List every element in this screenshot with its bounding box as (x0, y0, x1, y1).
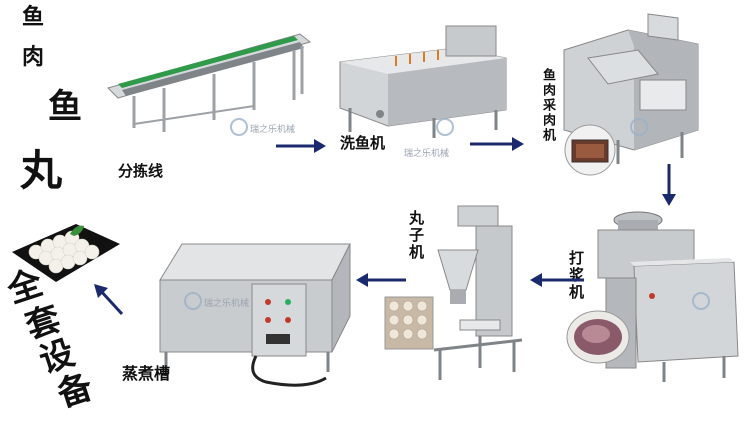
label-meat-picker: 鱼肉采肉机 (540, 68, 555, 143)
meat-picker-image (558, 10, 708, 170)
arrow-former-to-steamer (356, 273, 406, 287)
arrow-sorting-to-washer (276, 139, 326, 153)
meatball-tray-image (384, 296, 434, 350)
fish-meat-tray-image (562, 124, 618, 176)
title-char-2: 肉 (22, 44, 45, 70)
title-char-1: 鱼 (22, 4, 45, 30)
arrow-to-plate (94, 284, 124, 316)
watermark-logo-icon (184, 292, 202, 310)
watermark-logo-icon (230, 118, 248, 136)
fishball-plate-image (6, 218, 124, 288)
watermark-logo-icon (692, 292, 710, 310)
label-beater: 打浆机 (567, 250, 585, 301)
fish-washer-image (336, 22, 514, 142)
watermark-text: 瑞之乐机械 (404, 149, 450, 159)
watermark-logo-icon (436, 118, 454, 136)
meatball-former-image (430, 200, 526, 390)
label-sorting-line: 分拣线 (118, 162, 164, 180)
watermark-text: 瑞之乐机械 (250, 125, 296, 135)
arrow-washer-to-picker (470, 137, 524, 151)
watermark-logo-icon (630, 118, 648, 136)
label-steaming-tank: 蒸煮槽 (122, 364, 171, 383)
label-fish-washer: 洗鱼机 (340, 134, 386, 152)
sorting-conveyor-image (104, 28, 314, 140)
subtitle-char-4: 备 (52, 366, 98, 416)
arrow-picker-to-beater (662, 164, 676, 206)
arrow-beater-to-former (530, 273, 584, 287)
title-char-3: 鱼 (48, 87, 82, 127)
label-meatball-former: 丸子机 (407, 210, 425, 261)
watermark-text: 瑞之乐机械 (204, 299, 250, 309)
steaming-tank-image (152, 240, 352, 390)
title-char-4: 丸 (20, 146, 63, 195)
fish-paste-bowl-image (566, 310, 630, 364)
